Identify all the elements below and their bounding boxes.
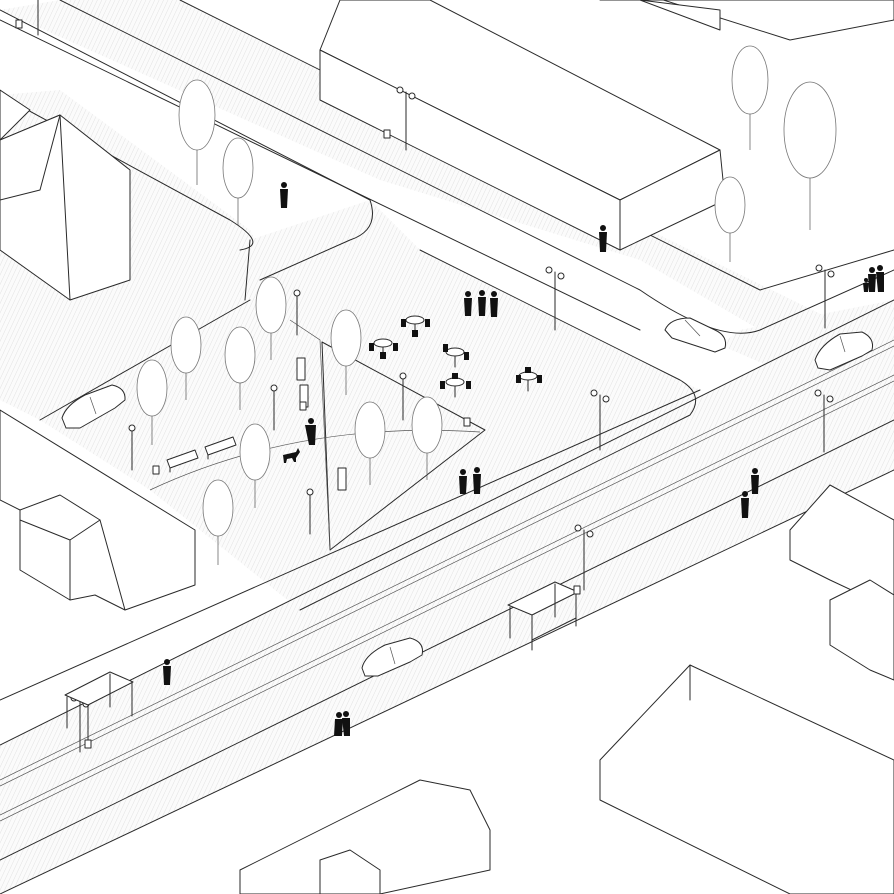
tree [354, 401, 386, 485]
house-left-lower [0, 409, 196, 611]
bus-shelter [64, 671, 134, 741]
street-lamp [270, 384, 278, 431]
tree [731, 45, 769, 150]
street-lamp [306, 488, 314, 535]
bench [204, 436, 237, 460]
street-lamp [574, 524, 594, 591]
person [280, 182, 288, 208]
bins [15, 19, 581, 749]
street-lamp [815, 264, 835, 329]
street-lamp [399, 372, 407, 421]
tree [714, 176, 746, 262]
building-top-right [599, 0, 894, 41]
building-top-center [319, 0, 726, 251]
person [342, 711, 350, 736]
lower-sidewalk [0, 420, 894, 894]
building-bottom-right [599, 664, 894, 894]
person [305, 418, 316, 445]
tree [222, 137, 254, 225]
building-bottom-center [239, 779, 491, 894]
dog [283, 448, 300, 463]
right-sidewalk [720, 300, 894, 420]
tram-track-2b [0, 380, 894, 822]
bus-shelters [64, 581, 579, 741]
car [61, 384, 126, 429]
cafe-table [401, 315, 430, 337]
tree [224, 326, 256, 410]
cars [61, 317, 873, 677]
street-lamp [814, 389, 834, 453]
street-lamp [545, 266, 565, 331]
car [361, 637, 423, 677]
person [464, 291, 472, 316]
tram-track-1b [0, 345, 894, 787]
cafe-tables [369, 315, 542, 398]
person [863, 278, 869, 292]
bus-shelter [507, 581, 579, 651]
tree [202, 479, 234, 565]
main-boulevard [0, 300, 894, 860]
person [478, 290, 486, 316]
person [868, 267, 876, 292]
tree [783, 81, 837, 230]
street-lamp [293, 289, 301, 336]
tree [255, 276, 287, 360]
cafe-table [443, 344, 469, 368]
cafe-table [440, 373, 471, 398]
tree [170, 316, 202, 400]
upper-street [0, 0, 894, 350]
person [334, 712, 343, 736]
street-lamp [396, 86, 416, 151]
bench [337, 467, 347, 491]
tree [136, 359, 168, 445]
house-left-upper [0, 89, 131, 301]
tram-track-1a [0, 339, 894, 781]
person [459, 469, 467, 494]
person [599, 225, 607, 252]
bench [296, 357, 306, 381]
street-lamp [128, 424, 136, 471]
person [751, 468, 759, 494]
tree [239, 423, 271, 508]
street-lamp [590, 389, 610, 451]
bench [166, 449, 199, 473]
street-lamps [37, 0, 835, 753]
tree [330, 309, 362, 395]
cafe-table [516, 367, 542, 392]
person [163, 659, 171, 685]
person [473, 467, 481, 494]
tree [178, 79, 216, 185]
trees [136, 45, 837, 565]
car [814, 331, 873, 371]
tram-track-2a [0, 374, 894, 816]
cafe-table [369, 338, 398, 359]
people [163, 182, 884, 736]
building-right-middle [789, 484, 894, 681]
person [741, 491, 749, 518]
tree [411, 396, 443, 480]
person [876, 265, 884, 292]
car [664, 317, 726, 353]
person [490, 291, 498, 317]
